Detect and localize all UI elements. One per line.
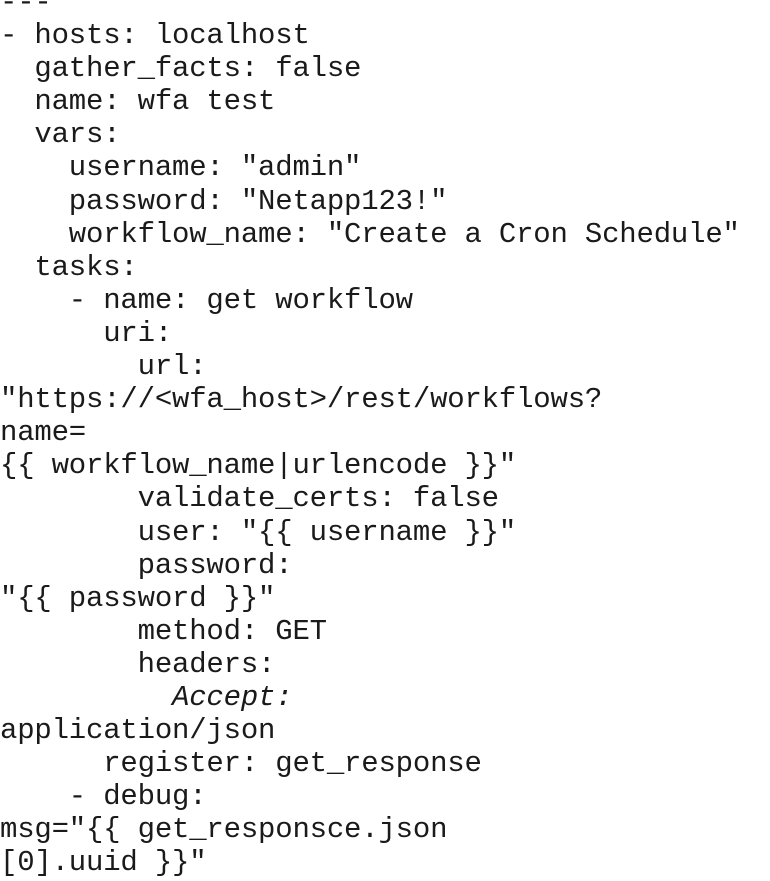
- code-line-24: register: get_response: [0, 747, 482, 781]
- code-line-1: ---: [0, 0, 52, 19]
- code-line-27: [0].uuid }}": [0, 846, 207, 880]
- code-line-2: - hosts: localhost: [0, 19, 310, 53]
- code-line-13: "https://<wfa_host>/rest/workflows?: [0, 383, 603, 417]
- code-line-17: user: "{{ username }}": [0, 515, 517, 549]
- code-line-4: name: wfa test: [0, 85, 276, 119]
- code-line-21: headers:: [0, 647, 276, 681]
- code-line-18: password:: [0, 548, 293, 582]
- code-line-22: Accept:: [0, 680, 293, 714]
- code-line-19: "{{ password }}": [0, 581, 276, 615]
- code-line-3: gather_facts: false: [0, 52, 362, 86]
- code-line-7: password: "Netapp123!": [0, 184, 448, 218]
- code-line-12: url:: [0, 350, 207, 384]
- code-line-15: {{ workflow_name|urlencode }}": [0, 449, 517, 483]
- code-line-10: - name: get workflow: [0, 283, 413, 317]
- code-line-11: uri:: [0, 316, 173, 350]
- code-line-25: - debug:: [0, 780, 207, 814]
- code-line-23: application/json: [0, 714, 276, 748]
- code-line-6: username: "admin": [0, 151, 362, 185]
- code-line-9: tasks:: [0, 250, 138, 284]
- code-line-26: msg="{{ get_responsce.json: [0, 813, 448, 847]
- code-line-8: workflow_name: "Create a Cron Schedule": [0, 217, 740, 251]
- code-line-5: vars:: [0, 118, 121, 152]
- code-line-14: name=: [0, 416, 87, 450]
- code-line-20: method: GET: [0, 614, 327, 648]
- code-line-16: validate_certs: false: [0, 482, 499, 516]
